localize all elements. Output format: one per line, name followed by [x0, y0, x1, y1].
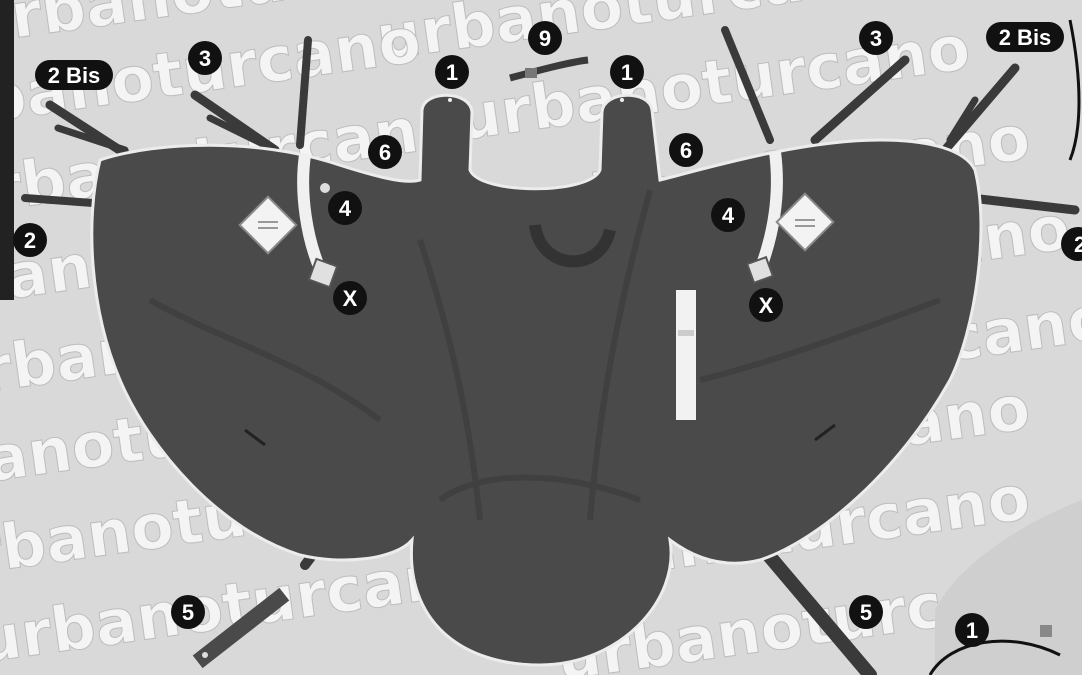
callout-3-left-label: 3	[199, 46, 211, 71]
callout-4-right: 4	[711, 198, 745, 232]
reflective-strip-band	[678, 330, 694, 336]
callout-2-left: 2	[13, 223, 47, 257]
callout-6-right-label: 6	[680, 138, 692, 163]
reflective-strip	[676, 290, 696, 420]
callout-5-left: 5	[171, 595, 205, 629]
callout-2-left-label: 2	[24, 228, 36, 253]
callout-4-left: 4	[328, 191, 362, 225]
callout-5-right-label: 5	[860, 600, 872, 625]
callout-x-left: X	[333, 281, 367, 315]
callout-x-right: X	[749, 288, 783, 322]
callout-x-right-label: X	[759, 293, 774, 318]
callout-1-right-label: 1	[621, 60, 633, 85]
callout-2-right-label: 2	[1074, 232, 1082, 257]
inset-photo-square	[1040, 625, 1052, 637]
inset-photo-edge	[1070, 20, 1079, 160]
callout-4-right-label: 4	[722, 203, 735, 228]
callout-2bis-right: 2 Bis	[986, 22, 1064, 52]
callout-1-left-label: 1	[446, 60, 458, 85]
callout-1-inset-label: 1	[966, 618, 978, 643]
callout-3-right: 3	[859, 21, 893, 55]
callout-5-right: 5	[849, 595, 883, 629]
callout-2bis-right-label: 2 Bis	[999, 25, 1052, 50]
callout-3-left: 3	[188, 41, 222, 75]
snap-left	[320, 183, 330, 193]
callout-6-left: 6	[368, 135, 402, 169]
callout-6-right: 6	[669, 133, 703, 167]
callout-3-right-label: 3	[870, 26, 882, 51]
callout-5-left-label: 5	[182, 600, 194, 625]
eyelet-left	[448, 98, 452, 102]
callout-4-left-label: 4	[339, 196, 352, 221]
eyelet-right	[620, 98, 624, 102]
callout-9: 9	[528, 21, 562, 55]
callout-2bis-left: 2 Bis	[35, 60, 113, 90]
callout-1-inset: 1	[955, 613, 989, 647]
loose-strap-5-rivet	[202, 652, 208, 658]
callout-6-left-label: 6	[379, 140, 391, 165]
callout-9-label: 9	[539, 26, 551, 51]
loose-strap-9-buckle	[525, 68, 537, 78]
left-edge-shadow	[0, 0, 14, 300]
callout-2bis-left-label: 2 Bis	[48, 63, 101, 88]
callout-1-right: 1	[610, 55, 644, 89]
callout-x-left-label: X	[343, 286, 358, 311]
callout-1-left: 1	[435, 55, 469, 89]
